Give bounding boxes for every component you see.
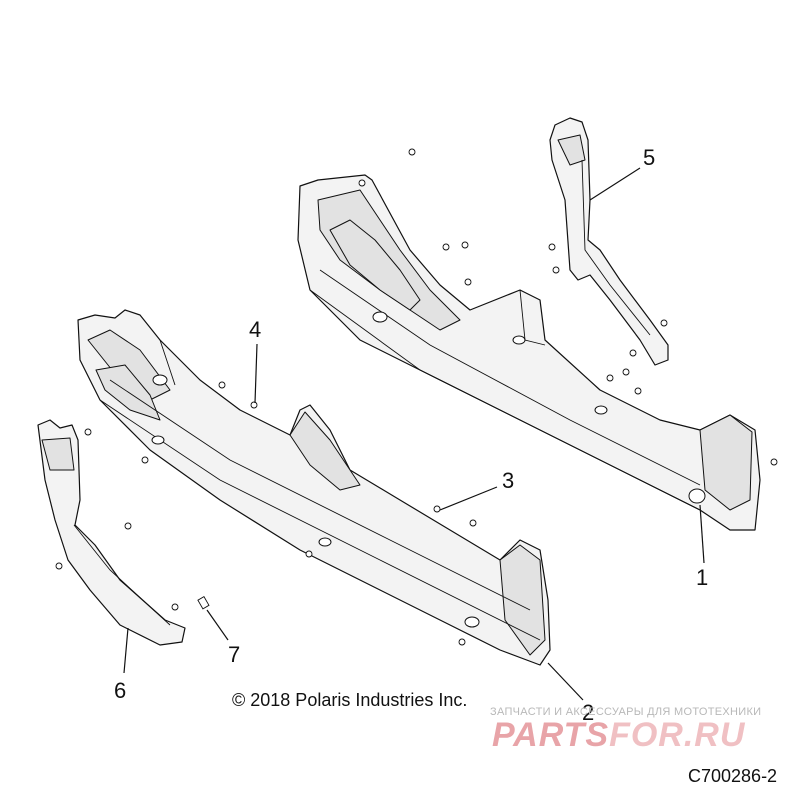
callout-6: 6 xyxy=(114,678,126,703)
callout-2: 2 xyxy=(582,700,594,725)
rocker-panel-left xyxy=(77,309,551,666)
callout-7: 7 xyxy=(228,642,240,667)
diagram-code: C700286-2 xyxy=(688,766,778,786)
watermark-logo: PARTSFOR.RU xyxy=(492,716,745,755)
callout-4: 4 xyxy=(249,317,261,342)
watermark-logo-part1: PARTS xyxy=(492,716,610,754)
watermark-tagline: ЗАПЧАСТИ И АКСЕССУАРЫ ДЛЯ МОТОТЕХНИКИ xyxy=(490,706,762,718)
callout-1: 1 xyxy=(696,565,708,590)
callout-5: 5 xyxy=(643,145,655,170)
fasteners xyxy=(55,148,778,646)
upper-panel-left xyxy=(37,419,186,646)
callout-labels: 1 2 3 4 5 6 7 xyxy=(114,145,708,725)
copyright-notice: © 2018 Polaris Industries Inc. xyxy=(232,690,468,710)
watermark-logo-part2: FOR.RU xyxy=(609,716,746,754)
callout-3: 3 xyxy=(502,468,514,493)
rocker-panel-right xyxy=(297,174,761,531)
upper-panel-right xyxy=(549,117,669,366)
leader-lines xyxy=(123,167,705,701)
